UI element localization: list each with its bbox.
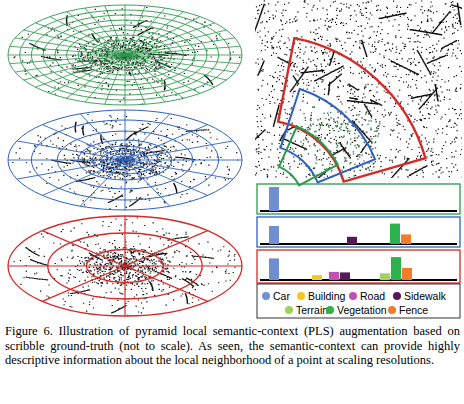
histogram-bar xyxy=(380,273,390,280)
histogram-bar xyxy=(401,234,411,244)
legend-text: Vegetation xyxy=(337,304,387,316)
grid-spoke xyxy=(125,55,226,80)
grid-spoke xyxy=(125,38,235,55)
histogram-frame xyxy=(257,217,460,247)
grid-spoke xyxy=(125,231,208,266)
legend-swatch xyxy=(349,292,357,300)
histogram-bar xyxy=(329,272,339,280)
grid-spoke xyxy=(80,114,125,160)
grid-spoke xyxy=(125,110,126,160)
legend-swatch xyxy=(285,306,293,314)
grid-spoke xyxy=(125,55,126,105)
point-cloud xyxy=(14,7,241,105)
grid-spoke xyxy=(10,55,125,64)
histogram-axis xyxy=(260,243,457,245)
grid-spoke xyxy=(125,55,145,104)
grid-spoke xyxy=(125,160,126,210)
grid-spoke xyxy=(125,266,208,301)
grid-spoke xyxy=(125,160,242,161)
grid-ring xyxy=(8,216,242,316)
sector-outline xyxy=(278,38,425,182)
grid-spoke xyxy=(125,141,233,160)
grid-spoke xyxy=(125,46,240,55)
grid-spoke xyxy=(105,6,125,55)
grid-spoke xyxy=(42,266,125,301)
sector-outline xyxy=(279,126,338,185)
grid-spoke xyxy=(125,55,242,56)
grid-spoke xyxy=(124,216,125,266)
grid-spoke xyxy=(35,55,125,87)
grid-ring xyxy=(8,110,242,210)
legend-text: Fence xyxy=(399,304,428,316)
histogram-bars xyxy=(260,187,457,280)
polar-grid xyxy=(8,110,242,210)
legend-swatch xyxy=(388,306,396,314)
polar-grid xyxy=(8,5,242,105)
grid-spoke xyxy=(67,55,126,98)
sector-outline xyxy=(281,89,376,183)
histogram-frame xyxy=(257,184,460,214)
grid-spoke xyxy=(17,160,125,179)
grid-spoke xyxy=(124,266,125,316)
histogram-bar xyxy=(390,224,400,244)
grid-spoke xyxy=(42,231,125,266)
histogram-bar xyxy=(402,268,412,280)
legend-text: Car xyxy=(273,290,290,302)
histogram-frame xyxy=(257,250,460,283)
legend-swatch xyxy=(262,292,270,300)
grid-spoke xyxy=(50,17,125,55)
histogram-axis xyxy=(260,210,457,212)
legend-text: Road xyxy=(360,290,385,302)
grid-spoke xyxy=(125,55,200,93)
legend-frame xyxy=(257,284,460,318)
legend-swatch xyxy=(297,292,305,300)
grid-spoke xyxy=(125,5,126,55)
grid-spoke xyxy=(85,8,125,55)
grid-ring xyxy=(8,5,242,105)
grid-spoke xyxy=(24,30,125,55)
grid-spoke xyxy=(125,12,184,55)
histogram-bar xyxy=(269,187,279,211)
histogram-bar xyxy=(312,275,322,280)
grid-spoke xyxy=(8,160,125,161)
histogram-axis xyxy=(260,279,457,281)
grid-spoke xyxy=(15,55,125,72)
sector-outlines xyxy=(278,38,425,185)
histogram-bar xyxy=(269,258,279,280)
illustration xyxy=(0,0,464,322)
grid-spoke xyxy=(125,125,208,160)
grid-spoke xyxy=(8,55,125,56)
grid-spoke xyxy=(125,160,170,206)
legend-swatch xyxy=(393,292,401,300)
grid-spoke xyxy=(125,55,165,102)
legend-text: Building xyxy=(308,290,345,302)
top-view-cloud xyxy=(255,0,462,178)
histogram-bar xyxy=(391,257,401,280)
grid-spoke xyxy=(8,265,125,266)
point-cloud xyxy=(255,0,462,178)
histogram-bar xyxy=(269,226,279,244)
histogram-bar xyxy=(340,272,350,280)
grid-spoke xyxy=(125,265,242,266)
grid-spoke xyxy=(125,160,208,195)
legend-text: Terrain xyxy=(296,304,328,316)
figure-caption: Figure 6. Illustration of pyramid local … xyxy=(5,324,460,368)
grid-spoke xyxy=(125,23,215,55)
polar-grids xyxy=(8,5,242,316)
polar-grid xyxy=(8,216,242,316)
legend-swatch xyxy=(326,306,334,314)
grid-spoke xyxy=(42,160,125,195)
legend-text: Sidewalk xyxy=(404,290,446,302)
grid-spoke xyxy=(42,125,125,160)
histogram-bar xyxy=(347,237,357,244)
